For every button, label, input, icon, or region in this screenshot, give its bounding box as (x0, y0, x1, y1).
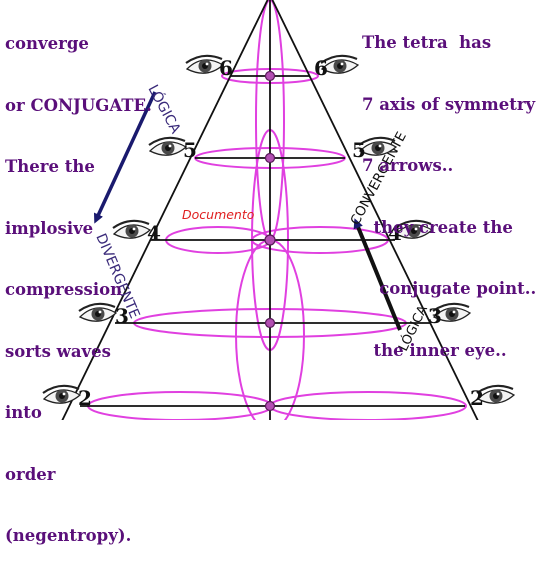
left-text-line: There the (5, 157, 95, 176)
left-text-line: order (5, 464, 56, 484)
triangle-left-edge (61, 0, 269, 420)
right-level-2: 2 (470, 386, 484, 410)
eye-icon (184, 54, 225, 75)
right-level-3: 3 (428, 304, 442, 328)
left-level-3: 3 (115, 304, 129, 328)
left-text-line: converge (5, 34, 89, 53)
right-text-line: the inner eye.. (362, 340, 507, 360)
right-text-line: they create the (362, 217, 513, 237)
right-text-line: conjugate point.. (362, 279, 537, 298)
left-text-line: (negentropy). (5, 526, 132, 545)
right-text-line: 7 arrows.. (362, 156, 454, 175)
left-level-5: 5 (183, 138, 197, 162)
left-text-line: into (5, 403, 42, 422)
node-6 (264, 70, 276, 82)
left-level-numbers: 6 5 4 3 2 (78, 56, 233, 410)
eye-icon (147, 136, 188, 157)
left-text-line: compression (5, 280, 123, 299)
left-level-6: 6 (219, 56, 233, 80)
left-explanation-text: converge or CONJUGATE. There the implosi… (5, 0, 152, 567)
right-level-4: 4 (388, 221, 402, 245)
node-5 (264, 152, 276, 164)
left-level-2: 2 (78, 386, 92, 410)
node-2 (264, 400, 276, 412)
right-explanation-text: The tetra has 7 axis of symmetry 7 arrow… (362, 0, 536, 382)
left-level-4: 4 (147, 221, 161, 245)
node-3 (264, 317, 276, 329)
tetra-diagram: LÓGICA DIVERGENTE CONVERGENTE LÓGICA Doc… (41, 0, 516, 420)
triangle-right-edge (271, 0, 479, 420)
right-level-numbers: 6 5 4 3 2 (314, 56, 484, 410)
right-level-5: 5 (352, 138, 366, 162)
left-text-line: implosive (5, 218, 94, 238)
documento-label: Documento (182, 207, 255, 222)
divergent-arrow (93, 91, 157, 224)
right-text-line: 7 axis of symmetry (362, 94, 536, 114)
axis-nodes (264, 70, 276, 412)
left-text-line: or CONJUGATE. (5, 95, 152, 115)
right-level-6: 6 (314, 56, 328, 80)
node-4 (264, 234, 276, 246)
left-text-line: sorts waves (5, 341, 111, 361)
right-text-line: The tetra has (362, 33, 492, 52)
convergent-arrow (353, 218, 402, 331)
